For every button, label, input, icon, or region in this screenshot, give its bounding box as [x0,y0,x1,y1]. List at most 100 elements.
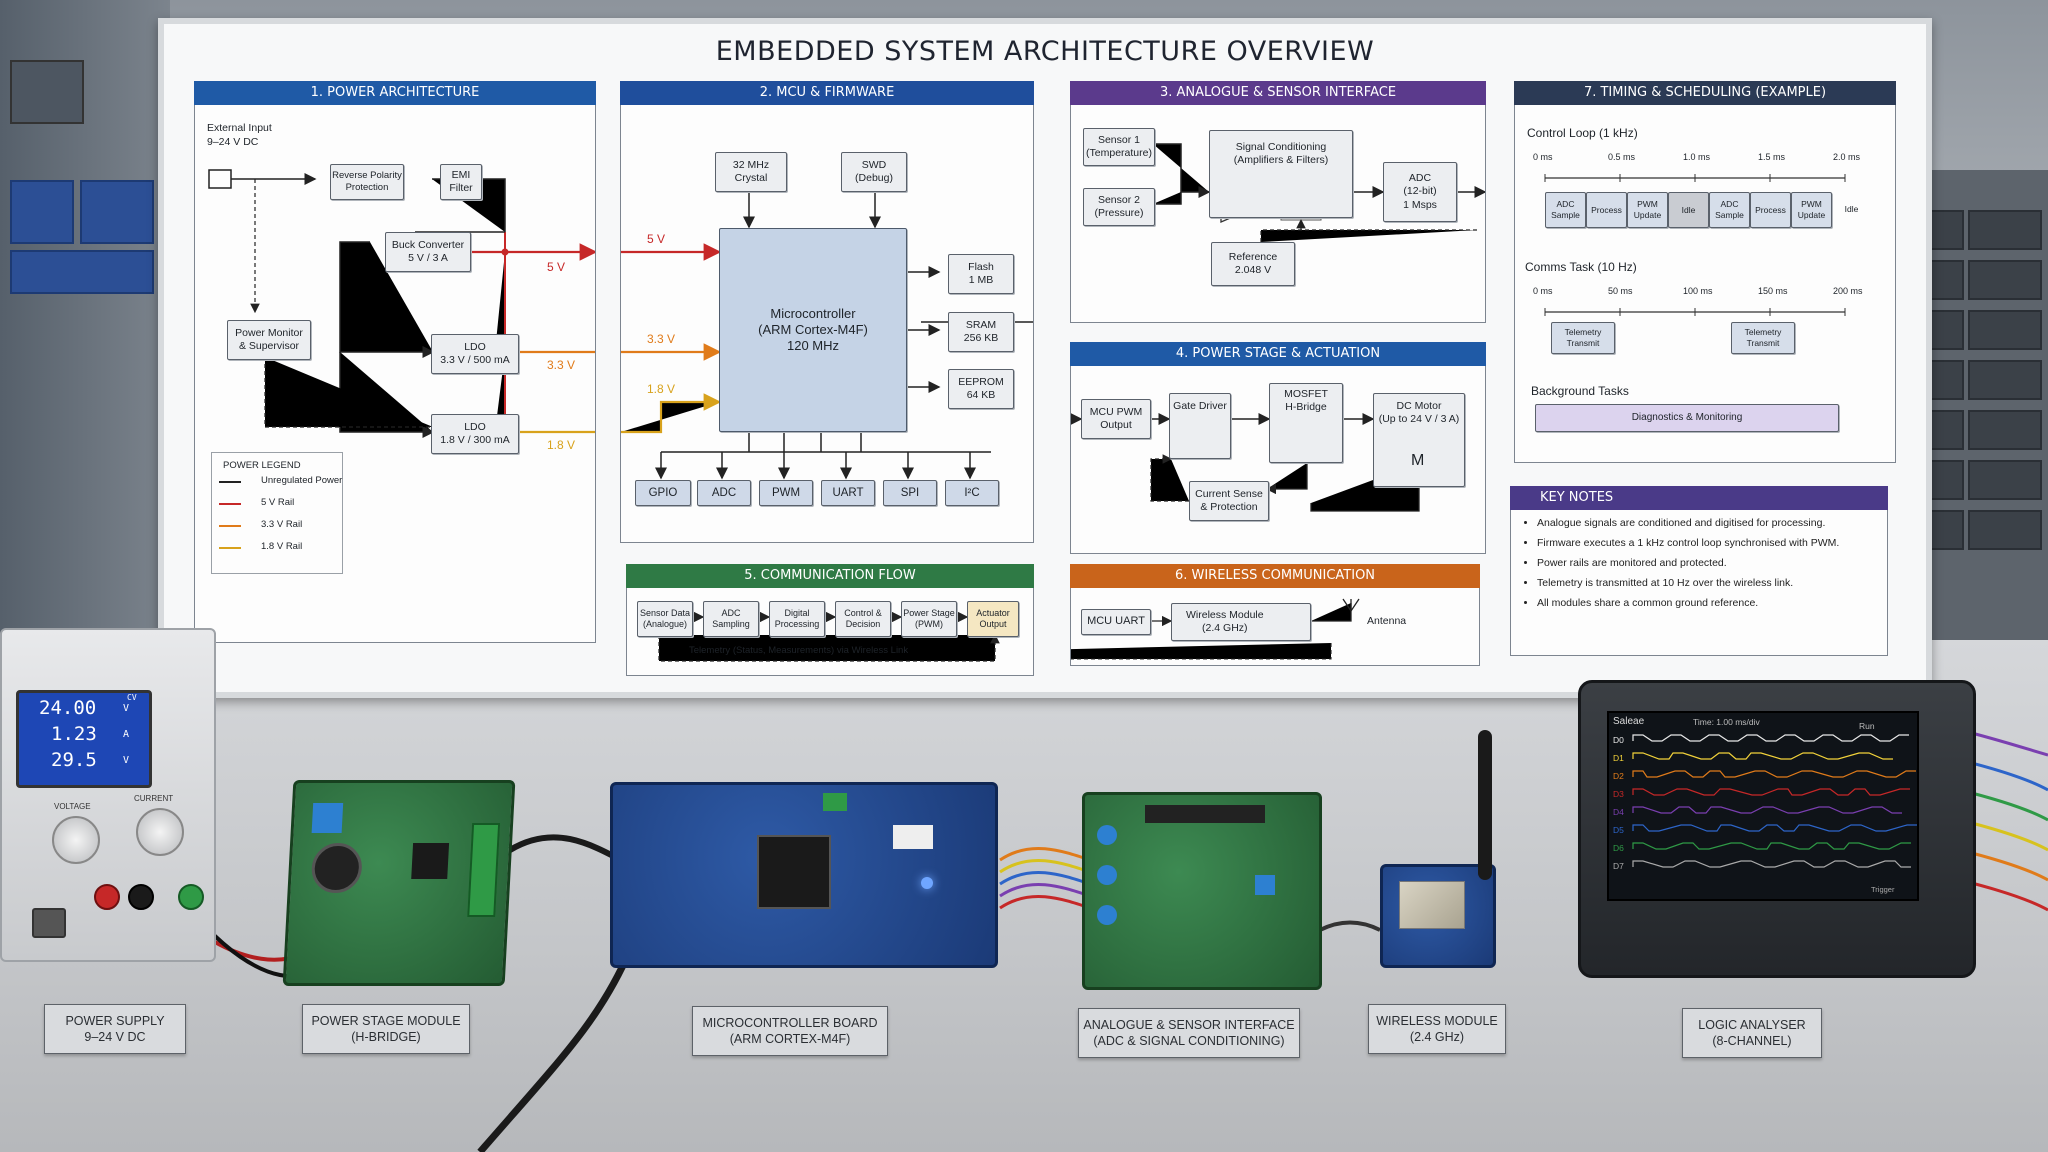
logic-timebase: Time: 1.00 ms/div [1693,717,1760,727]
reverse-polarity-block: Reverse Polarity Protection [330,164,404,200]
control-slot: Idle [1668,192,1709,228]
adc-block: ADC (12-bit) 1 Msps [1383,162,1457,222]
logic-trace-d4 [1632,806,1902,814]
sram-block: SRAM 256 KB [948,312,1014,352]
status-led [921,877,933,889]
flow-power-stage: Power Stage (PWM) [901,601,957,637]
logic-trace-d7 [1632,860,1911,868]
logic-trace-d1 [1632,752,1893,760]
psu-voltage-knob-label: VOLTAGE [54,802,91,811]
architecture-whiteboard: EMBEDDED SYSTEM ARCHITECTURE OVERVIEW 1.… [158,18,1932,698]
bench-label-mcu-board: MICROCONTROLLER BOARD (ARM CORTEX-M4F) [692,1006,888,1056]
psu-green-terminal[interactable] [178,884,204,910]
power-legend [211,452,343,574]
mosfet-hbridge-block: MOSFET H-Bridge [1269,383,1343,463]
legend-1v8: 1.8 V Rail [261,541,303,552]
bench-label-wireless: WIRELESS MODULE (2.4 GHz) [1368,1004,1506,1054]
ldo-3v3-block: LDO 3.3 V / 500 mA [431,334,519,374]
emi-filter-block: EMI Filter [440,164,482,200]
power-architecture-panel: 1. POWER ARCHITECTURE [194,81,596,643]
note-item: Power rails are monitored and protected. [1537,557,1877,569]
legend-unregulated: Unregulated Power [261,475,343,486]
psu-black-terminal[interactable] [128,884,154,910]
timing-tick-label: 0 ms [1533,152,1553,162]
gate-driver-label: Gate Driver [1173,400,1227,412]
notes-panel-header: KEY NOTES [1510,486,1888,510]
psu-cv-indicator: CV [127,693,137,702]
storage-shelf [0,0,170,640]
timing-tick-label: 150 ms [1758,286,1788,296]
control-slot: Idle [1844,203,1859,214]
control-slot: PWM Update [1627,192,1668,228]
comm-slot-2: Telemetry Transmit [1731,322,1795,354]
comm-panel-header: 5. COMMUNICATION FLOW [626,564,1034,588]
timing-tick-label: 0 ms [1533,286,1553,296]
psu-voltage-knob[interactable] [52,816,100,864]
periph-spi: SPI [883,480,937,506]
psu-voltage-readout: 24.00 [39,697,97,719]
sensor-2-block: Sensor 2 (Pressure) [1083,188,1155,226]
note-item: Telemetry is transmitted at 10 Hz over t… [1537,577,1877,589]
board-title: EMBEDDED SYSTEM ARCHITECTURE OVERVIEW [715,36,1375,67]
logic-channel-label: D7 [1613,861,1624,871]
legend-5v: 5 V Rail [261,497,295,508]
timing-panel-header: 7. TIMING & SCHEDULING (EXAMPLE) [1514,81,1896,105]
control-slot: Process [1750,192,1791,228]
timing-tick-label: 200 ms [1833,286,1863,296]
logic-trigger: Trigger [1871,885,1895,894]
wireless-module-pcb [1380,864,1496,968]
mcu-wiring [621,190,1033,480]
mcu-3v3-input: 3.3 V [647,332,676,346]
key-notes-panel: KEY NOTES Analogue signals are condition… [1510,486,1888,656]
periph-gpio: GPIO [635,480,691,506]
wireless-module-block: Wireless Module (2.4 GHz) [1171,603,1311,641]
bench-label-logic-analyser: LOGIC ANALYSER (8-CHANNEL) [1682,1008,1822,1058]
psu-voltage-unit: V [123,703,130,714]
logic-channel-label: D5 [1613,825,1624,835]
rail-5v-label: 5 V [547,260,566,274]
periph-i2c: I²C [945,480,999,506]
psu-current-knob[interactable] [136,808,184,856]
psu-current-unit: A [123,729,130,740]
control-slot: Process [1586,192,1627,228]
note-item: Firmware executes a 1 kHz control loop s… [1537,537,1877,549]
timing-tick-label: 1.0 ms [1683,152,1711,162]
reference-block: Reference 2.048 V [1211,242,1295,286]
power-stage-panel: 4. POWER STAGE & ACTUATION MCU PWM Outpu… [1070,342,1486,554]
psu-display: 24.00 V CV 1.23 A 29.5 V [16,690,152,788]
logic-run-button[interactable]: Run [1859,721,1875,731]
hbridge-label: MOSFET H-Bridge [1284,388,1328,414]
timing-tick-label: 100 ms [1683,286,1713,296]
timing-tick-label: 50 ms [1608,286,1633,296]
logic-channel-label: D6 [1613,843,1624,853]
psu-power-readout: 29.5 [51,749,97,771]
psu-power-button[interactable] [32,908,66,938]
timing-tick-label: 2.0 ms [1833,152,1861,162]
flow-sensor-data: Sensor Data (Analogue) [637,601,693,637]
logic-trace-d3 [1632,788,1910,796]
eeprom-block: EEPROM 64 KB [948,369,1014,409]
mcu-pwm-output-block: MCU PWM Output [1081,399,1151,439]
logic-trace-d6 [1632,842,1911,850]
microcontroller-core: Microcontroller (ARM Cortex-M4F) 120 MHz [719,228,907,432]
wireless-panel-header: 6. WIRELESS COMMUNICATION [1070,564,1480,588]
signal-conditioning-label: Signal Conditioning (Amplifiers & Filter… [1233,141,1329,167]
rf-shield-can [1399,881,1465,929]
flow-actuator-output: Actuator Output [967,601,1019,637]
sensor-1-block: Sensor 1 (Temperature) [1083,128,1155,166]
timing-tick-label: 0.5 ms [1608,152,1636,162]
current-sense-block: Current Sense & Protection [1189,481,1269,521]
telemetry-note: Telemetry (Status, Measurements) via Wir… [689,645,909,656]
rail-3v3-label: 3.3 V [547,358,576,372]
power-monitor-block: Power Monitor & Supervisor [227,320,311,360]
comms-task-title: Comms Task (10 Hz) [1525,260,1637,274]
bench-label-analogue: ANALOGUE & SENSOR INTERFACE (ADC & SIGNA… [1078,1008,1300,1058]
periph-adc: ADC [697,480,751,506]
mcu-firmware-panel: 2. MCU & FIRMWARE [620,81,1034,543]
signal-conditioning-block: Signal Conditioning (Amplifiers & Filter… [1209,130,1353,218]
control-slot: ADC Sample [1709,192,1750,228]
psu-red-terminal[interactable] [94,884,120,910]
legend-3v3: 3.3 V Rail [261,519,303,530]
